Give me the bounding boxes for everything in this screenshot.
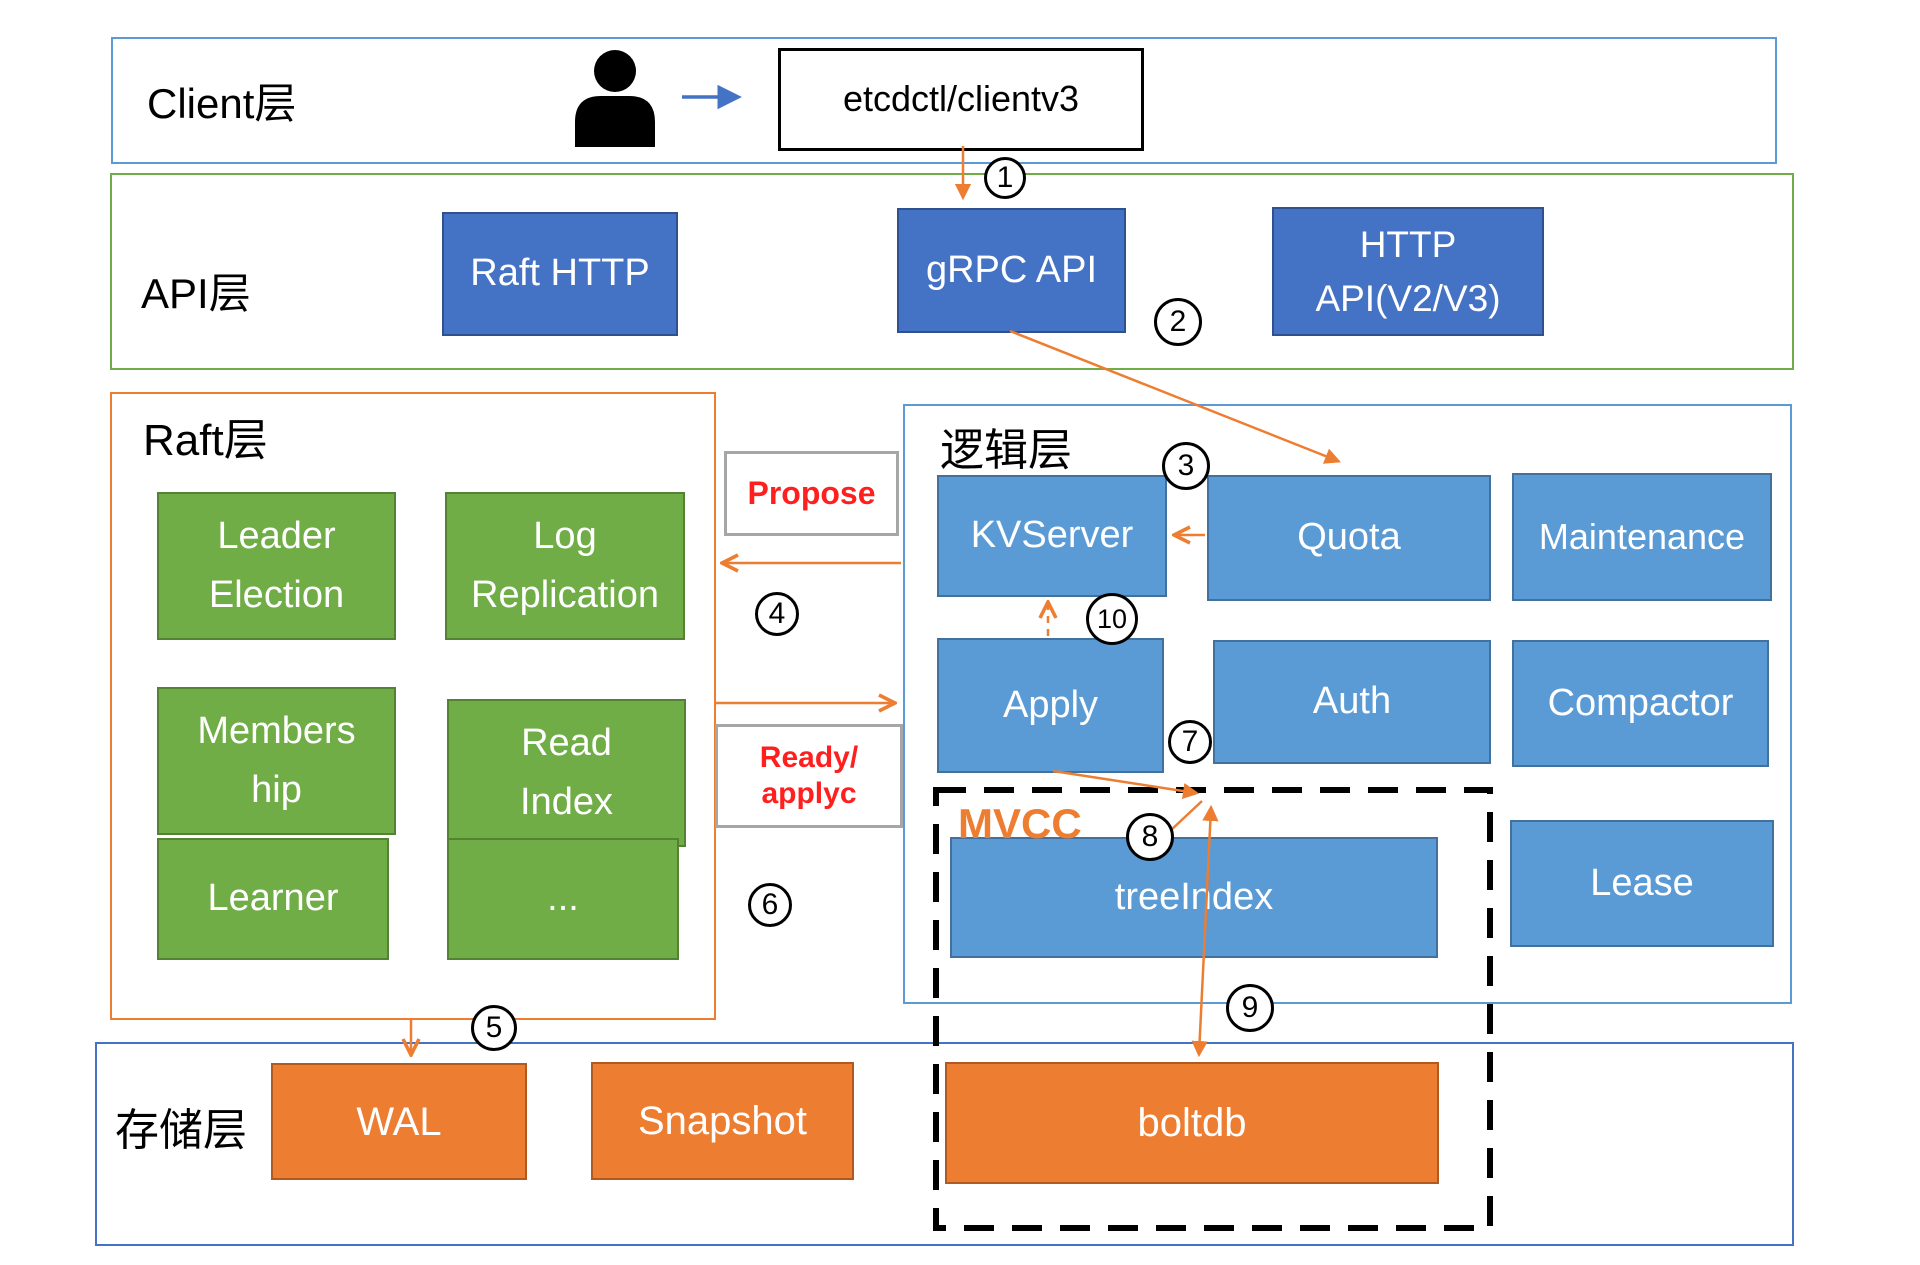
propose-channel-label: Propose [724, 451, 899, 536]
client-layer-frame [111, 37, 1777, 164]
etcdctl-clientv3-box: etcdctl/clientv3 [778, 48, 1144, 151]
quota-box: Quota [1207, 475, 1491, 601]
grpc-api-box: gRPC API [897, 208, 1126, 333]
lease-box: Lease [1510, 820, 1774, 947]
flow-step-7: 7 [1168, 720, 1212, 764]
leader-election-box: Leader Election [157, 492, 396, 640]
wal-box: WAL [271, 1063, 527, 1180]
flow-step-10: 10 [1086, 593, 1138, 645]
compactor-box: Compactor [1512, 640, 1769, 767]
maintenance-box: Maintenance [1512, 473, 1772, 601]
log-replication-box: Log Replication [445, 492, 685, 640]
flow-step-6: 6 [748, 883, 792, 927]
api-layer-frame [110, 173, 1794, 370]
treeindex-box: treeIndex [950, 837, 1438, 958]
read-index-box: Read Index [447, 699, 686, 847]
flow-step-3: 3 [1162, 442, 1210, 490]
api-layer-label: API层 [141, 270, 251, 317]
auth-box: Auth [1213, 640, 1491, 764]
ellipsis-box: ... [447, 838, 679, 960]
mvcc-region-label: MVCC [958, 800, 1082, 847]
boltdb-box: boltdb [945, 1062, 1439, 1184]
flow-step-1: 1 [984, 157, 1026, 199]
snapshot-box: Snapshot [591, 1062, 854, 1180]
flow-step-2: 2 [1154, 298, 1202, 346]
learner-box: Learner [157, 838, 389, 960]
raft-layer-frame [110, 392, 716, 1020]
http-api-box: HTTP API(V2/V3) [1272, 207, 1544, 336]
flow-step-9: 9 [1226, 984, 1274, 1032]
flow-step-5: 5 [471, 1005, 517, 1051]
flow-step-8: 8 [1126, 813, 1174, 861]
ready-applyc-channel-label: Ready/ applyc [715, 724, 903, 828]
client-layer-label: Client层 [147, 80, 297, 127]
flow-step-4: 4 [755, 592, 799, 636]
apply-box: Apply [937, 638, 1164, 773]
raft-layer-label: Raft层 [143, 416, 268, 465]
storage-layer-label: 存储层 [115, 1106, 247, 1155]
logic-layer-label: 逻辑层 [940, 426, 1072, 475]
membership-box: Members hip [157, 687, 396, 835]
raft-http-box: Raft HTTP [442, 212, 678, 336]
kvserver-box: KVServer [937, 475, 1167, 597]
